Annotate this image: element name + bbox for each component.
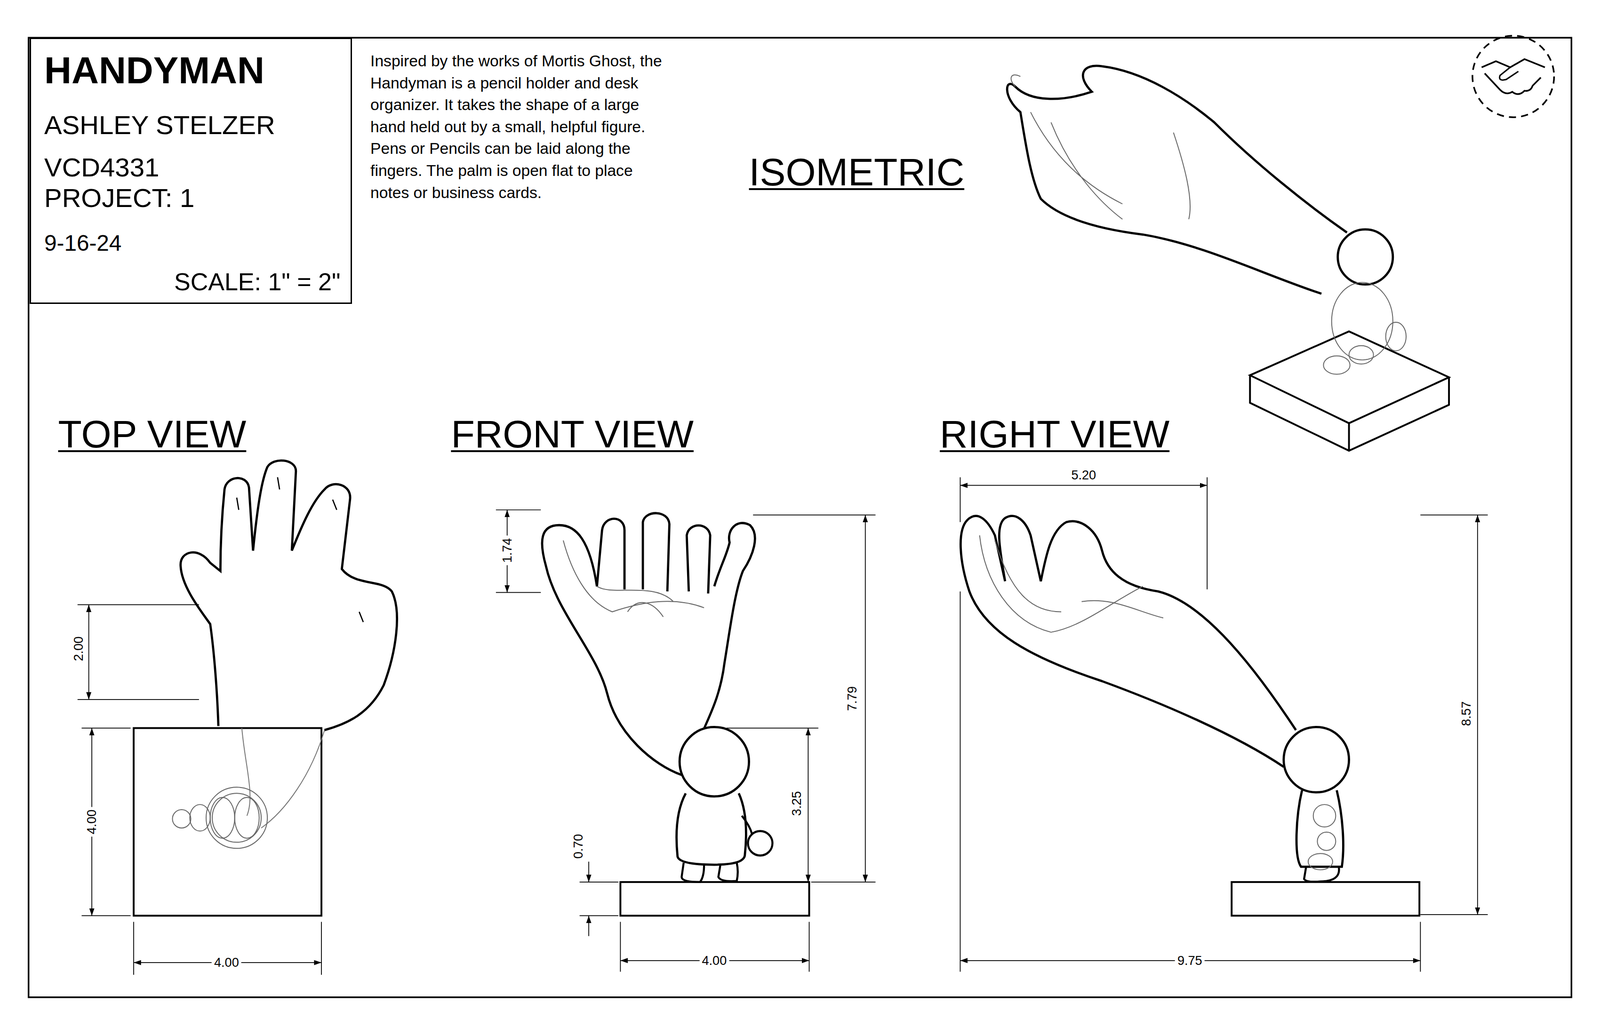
base-sides — [1249, 375, 1449, 451]
base-outline — [133, 728, 322, 917]
fingernail — [236, 477, 364, 623]
description-note: Inspired by the works of Mortis Ghost, t… — [370, 50, 672, 204]
title-block: ASHLEY STELZER VCD4331 PROJECT: 1 9-16-24S… — [29, 37, 352, 304]
drawing-title: HANDYMAN — [44, 48, 265, 92]
figure-legs — [1304, 866, 1339, 882]
extension-line — [1420, 515, 1488, 916]
extension-line — [960, 477, 1208, 590]
dimension-value: 5.20 — [1068, 467, 1099, 483]
dimension-value: 0.70 — [571, 832, 587, 862]
palm-detail — [563, 540, 704, 618]
figure-body — [676, 793, 747, 865]
extension-line — [496, 510, 541, 593]
dimension-line — [588, 915, 590, 936]
isometric-drawing — [1007, 65, 1449, 451]
dimension-value: 8.57 — [1458, 699, 1474, 729]
base-outline — [1231, 882, 1420, 917]
extension-line — [579, 882, 619, 917]
dimension-line — [588, 862, 590, 883]
figure-legs — [681, 863, 738, 883]
figure-foot — [210, 797, 235, 839]
dimension-line — [960, 485, 1208, 487]
hand-outline — [180, 460, 398, 731]
handshake-logo — [1472, 35, 1554, 118]
hidden-line — [1308, 804, 1336, 871]
hand-outline — [960, 516, 1296, 768]
figure-head — [679, 727, 749, 797]
dimension-value: 2.00 — [71, 633, 87, 664]
figure-body — [1296, 790, 1344, 868]
extension-line — [81, 728, 131, 917]
figure-top — [172, 787, 268, 849]
sheet-border — [28, 37, 1572, 998]
logo-arm — [1481, 59, 1545, 68]
dimension-line — [88, 604, 90, 700]
dimension-value: 1.74 — [499, 536, 515, 566]
extension-line — [752, 515, 876, 883]
dimension-value: 3.25 — [789, 789, 805, 819]
dimension-line — [1477, 515, 1479, 916]
figure-foot — [1349, 345, 1374, 365]
top-view-drawing — [133, 460, 398, 917]
figure-hand — [747, 831, 773, 856]
figure-body — [212, 793, 262, 843]
palm-detail — [979, 535, 1164, 633]
figure-hand — [1385, 322, 1407, 352]
view-title: FRONT VIEW — [450, 411, 694, 457]
dimension-value: 4.00 — [699, 953, 729, 969]
base-top — [1249, 331, 1449, 424]
title-block-entry: VCD4331 PROJECT: 1 — [44, 152, 244, 214]
figure-hand — [172, 809, 191, 829]
figure-body — [1331, 282, 1393, 360]
front-view-drawing — [542, 513, 810, 917]
extension-line — [960, 591, 1421, 972]
figure-arm — [741, 816, 752, 835]
dimension-value: 4.00 — [84, 807, 100, 838]
logo-ring — [1472, 35, 1554, 118]
title-block-entry: SCALE: 1" = 2" — [174, 268, 341, 297]
title-block-entry: ASHLEY STELZER — [44, 110, 276, 141]
extension-line — [726, 728, 819, 729]
figure-arm — [189, 804, 210, 832]
dimension-value: 9.75 — [1175, 953, 1205, 969]
right-view-drawing — [960, 516, 1420, 917]
figure-head — [1337, 229, 1393, 285]
hidden-line — [241, 728, 325, 829]
hand-outline — [1007, 65, 1347, 294]
view-title: ISOMETRIC — [749, 149, 965, 195]
logo-hands — [1484, 73, 1541, 95]
dimension-value: 4.00 — [211, 955, 242, 971]
figure-head — [1283, 727, 1350, 793]
figure-head — [206, 787, 268, 849]
figure-hand — [1317, 832, 1336, 851]
view-title: TOP VIEW — [58, 411, 247, 457]
extension-line — [620, 921, 809, 972]
extension-line — [77, 604, 200, 700]
figure-foot — [1323, 355, 1350, 375]
finger-detail — [1011, 74, 1191, 220]
dimension-line — [864, 515, 866, 883]
dimension-lines — [77, 477, 1488, 976]
figure-iso — [1323, 282, 1407, 375]
figure-foot — [234, 797, 260, 839]
view-title: RIGHT VIEW — [939, 411, 1170, 457]
extension-line — [133, 921, 322, 976]
figure-foot — [1308, 853, 1333, 871]
base-outline — [620, 882, 809, 917]
dimension-line — [807, 728, 809, 883]
dimension-value: 7.79 — [844, 683, 860, 714]
logo-fingers — [1499, 67, 1519, 80]
title-block-entry: 9-16-24 — [44, 230, 122, 257]
figure-arm — [1313, 804, 1336, 828]
